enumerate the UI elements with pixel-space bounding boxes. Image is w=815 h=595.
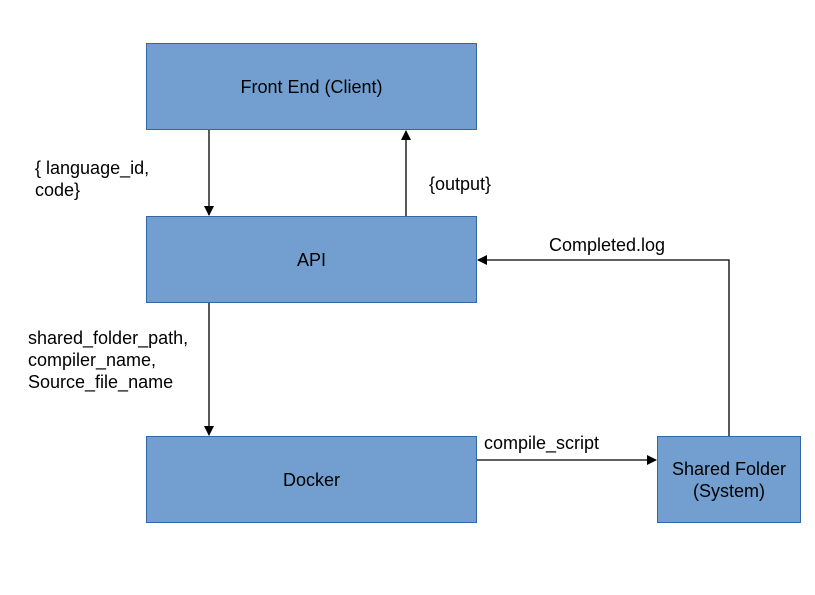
edge-label-shared-folder-params: shared_folder_path, compiler_name, Sourc… [28,328,189,392]
api-box: API [146,216,477,303]
api-label: API [296,249,326,270]
edge-label-language-id-code: { language_id, code} [35,158,150,200]
shared-folder-box: Shared Folder (System) [657,436,801,523]
arrow-shared-folder-to-api [477,255,730,436]
shared-folder-label: Shared Folder (System) [671,458,787,501]
docker-box: Docker [146,436,477,523]
frontend-client-label: Front End (Client) [240,76,383,97]
frontend-client-box: Front End (Client) [146,43,477,130]
edge-label-completed-log: Completed.log [549,235,666,255]
edge-label-output: {output} [429,174,492,194]
docker-label: Docker [282,469,340,490]
edge-label-compile-script: compile_script [484,433,600,453]
